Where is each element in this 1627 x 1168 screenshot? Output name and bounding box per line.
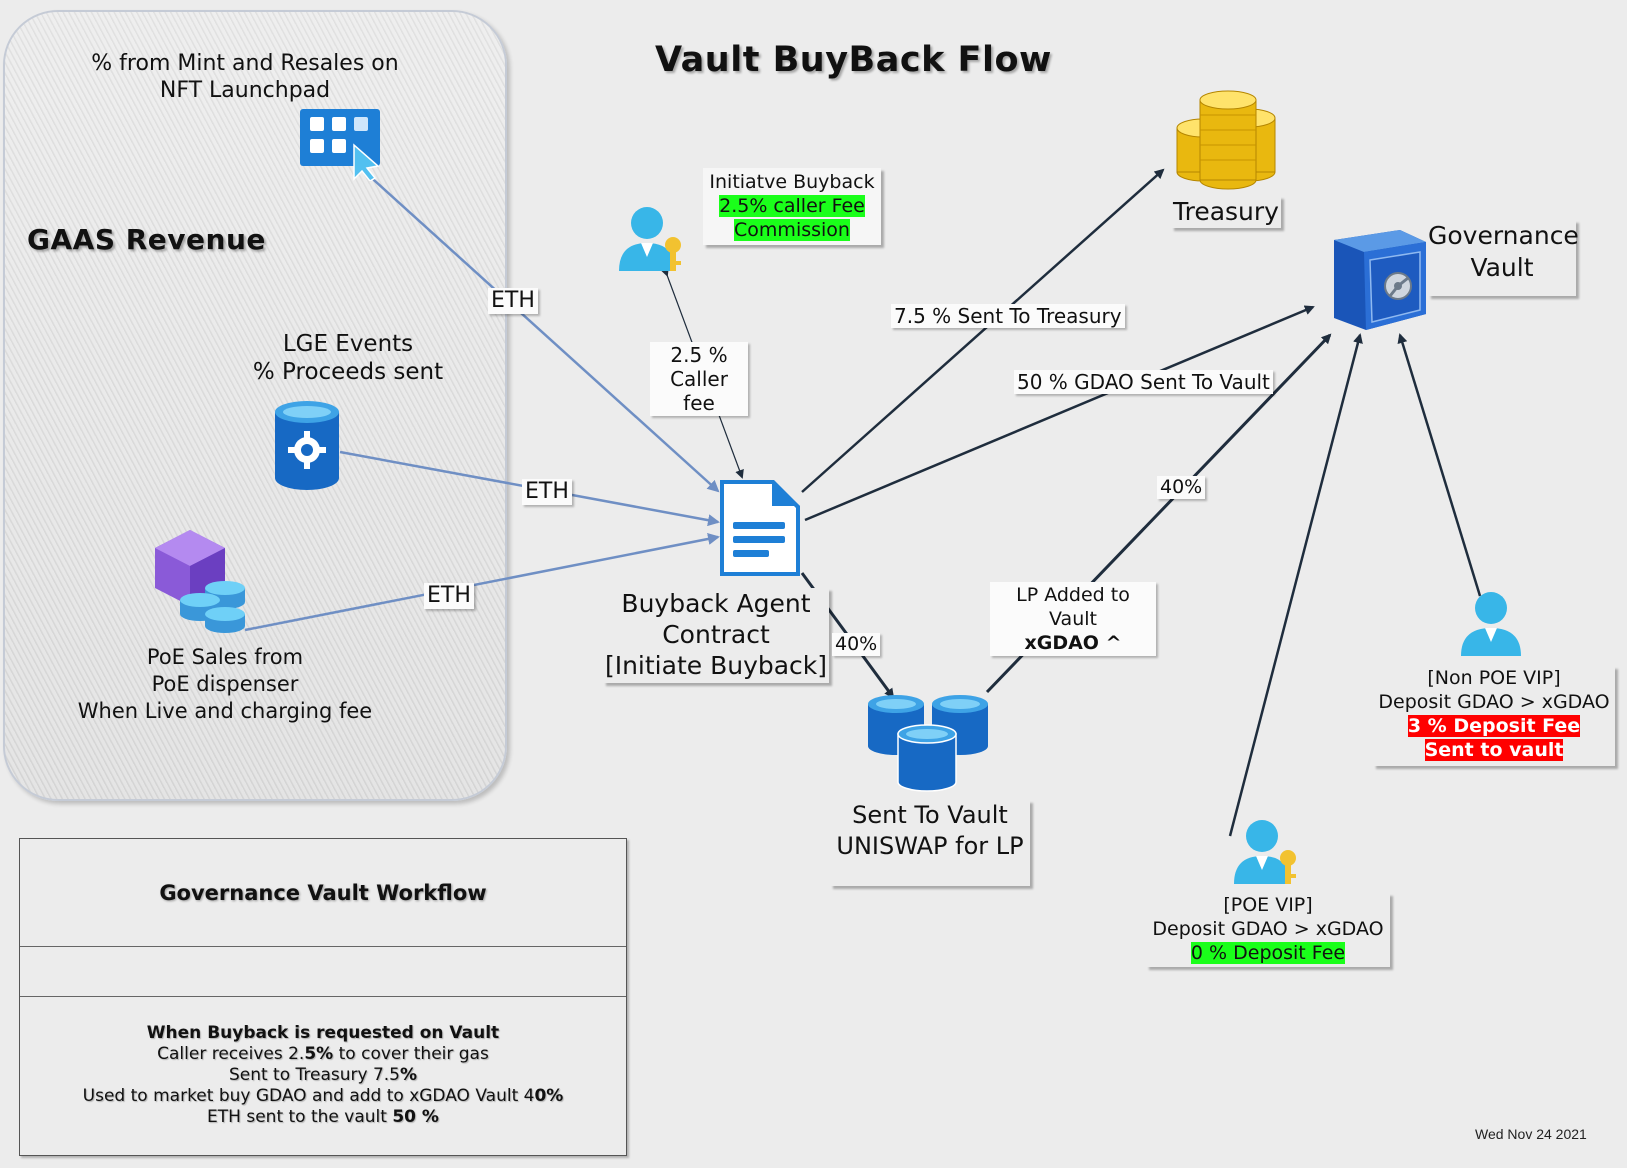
poe-vip-user-key-icon	[1234, 820, 1296, 884]
initiator-line-2: 2.5% caller Fee	[719, 195, 865, 217]
governance-vault-label: Governance Vault	[1428, 220, 1579, 296]
launchpad-label: % from Mint and Resales on NFT Launchpad	[91, 51, 399, 103]
workflow-title: Governance Vault Workflow	[159, 880, 487, 905]
lp-added-line-1: LP Added to Vault	[1016, 584, 1130, 630]
workflow-line-2: Sent to Treasury 7.5%	[228, 1065, 418, 1085]
poe-vip-arrow	[1228, 333, 1363, 837]
initiator-user-key-icon	[619, 207, 681, 271]
workflow-table: Governance Vault Workflow When Buyback i…	[19, 838, 627, 1156]
governance-vault-safe-icon	[1334, 230, 1426, 330]
workflow-title-row: Governance Vault Workflow	[20, 839, 626, 947]
launchpad-icon	[300, 109, 380, 181]
lp-added-line-2: xGDAO ^	[1024, 632, 1122, 654]
uniswap-edge-label: 40%	[832, 633, 881, 656]
lge-label: LGE Events % Proceeds sent	[252, 331, 444, 385]
eth-label-poe: ETH	[424, 583, 474, 610]
non-poe-vip-user-icon	[1461, 592, 1521, 656]
workflow-line-4: ETH sent to the vault 50 %	[207, 1107, 439, 1127]
initiator-label-box: Initiatve Buyback 2.5% caller Fee Commis…	[703, 168, 881, 245]
vault-arrow	[804, 305, 1315, 522]
workflow-line-1: Caller receives 2.5% to cover their gas	[157, 1044, 489, 1064]
workflow-empty-row	[20, 947, 626, 997]
poe-cube-coins-icon	[155, 530, 245, 633]
eth-label-launchpad: ETH	[488, 288, 538, 315]
lp-added-label: LP Added to Vault xGDAO ^	[990, 582, 1156, 656]
non-poe-vip-line-2: Deposit GDAO > xGDAO	[1378, 691, 1610, 713]
poe-vip-line-3: 0 % Deposit Fee	[1190, 942, 1346, 964]
workflow-line-3: Used to market buy GDAO and add to xGDAO…	[82, 1086, 564, 1106]
poe-vip-line-2: Deposit GDAO > xGDAO	[1152, 918, 1384, 940]
poe-vip-label-box: [POE VIP] Deposit GDAO > xGDAO 0 % Depos…	[1146, 893, 1390, 967]
initiator-line-3: Commission	[734, 219, 850, 241]
eth-arrow-launchpad	[364, 171, 720, 493]
non-poe-vip-line-4: Sent to vault	[1424, 739, 1564, 761]
uniswap-databases-icon	[868, 695, 988, 792]
vault-edge-label: 50 % GDAO Sent To Vault	[1014, 370, 1273, 394]
date-stamp: Wed Nov 24 2021	[1475, 1126, 1587, 1142]
eth-arrow-poe	[244, 533, 720, 632]
uniswap-label: Sent To Vault UNISWAP for LP	[830, 800, 1030, 886]
lge-database-gear-icon	[275, 401, 339, 490]
non-poe-vip-label-box: [Non POE VIP] Deposit GDAO > xGDAO 3 % D…	[1373, 666, 1615, 766]
buyback-agent-label: Buyback Agent Contract [Initiate Buyback…	[603, 588, 829, 683]
non-poe-vip-line-3: 3 % Deposit Fee	[1407, 715, 1581, 737]
treasury-arrow	[801, 168, 1165, 493]
non-poe-vip-line-1: [Non POE VIP]	[1427, 667, 1561, 689]
poe-label: PoE Sales from PoE dispenser When Live a…	[77, 645, 373, 723]
initiator-line-1: Initiatve Buyback	[709, 171, 875, 193]
page-title: Vault BuyBack Flow	[655, 40, 1052, 80]
caller-fee-label: 2.5 % Caller fee	[650, 342, 748, 416]
non-poe-vip-arrow	[1397, 333, 1482, 597]
contract-document-icon	[720, 480, 800, 576]
lp-edge-label: 40%	[1157, 476, 1206, 499]
revenue-group	[3, 10, 507, 801]
revenue-group-title: GAAS Revenue	[27, 223, 266, 256]
poe-vip-line-1: [POE VIP]	[1223, 894, 1313, 916]
workflow-body: When Buyback is requested on Vault Calle…	[20, 997, 626, 1128]
treasury-label: Treasury	[1171, 196, 1281, 228]
treasury-coins-icon	[1176, 90, 1276, 190]
workflow-heading: When Buyback is requested on Vault	[146, 1023, 500, 1043]
treasury-edge-label: 7.5 % Sent To Treasury	[891, 304, 1125, 328]
eth-label-lge: ETH	[522, 479, 572, 506]
